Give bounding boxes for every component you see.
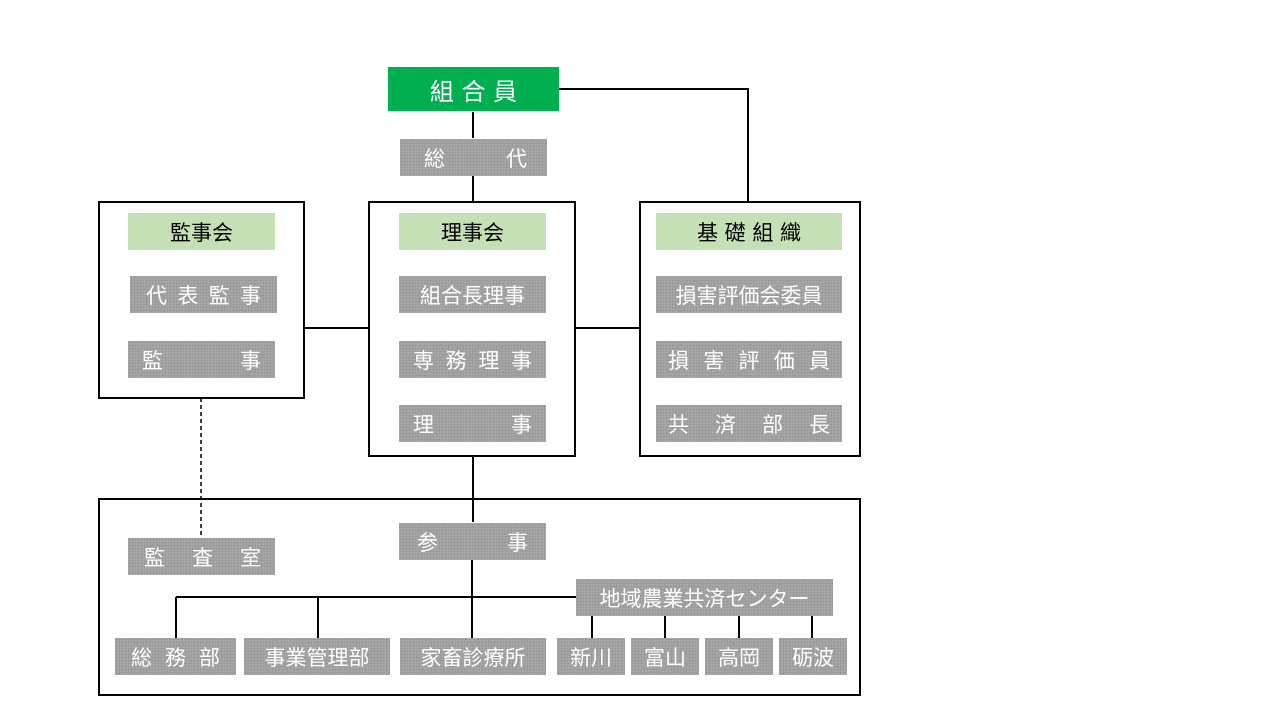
director-char-1: 理 (413, 412, 434, 437)
rep-auditor-char-3: 監 (208, 283, 230, 308)
branch-shinkawa: 新川 (557, 638, 625, 675)
assessor-char-3: 評 (738, 348, 760, 373)
damage-assessor-box: 損 害 評 価 員 (656, 341, 842, 378)
managing-char-2: 務 (445, 348, 467, 373)
board-title: 理事会 (399, 213, 546, 250)
counselor-box: 参 事 (399, 523, 546, 560)
delegates-char-1: 総 (424, 146, 445, 171)
general-affairs-char-1: 総 (131, 645, 152, 670)
basic-org-frame (639, 201, 861, 457)
counselor-char-1: 参 (417, 530, 438, 555)
audit-room-char-3: 室 (240, 545, 261, 570)
auditors-frame (98, 201, 305, 399)
chairman-director-box: 組合長理事 (399, 276, 546, 313)
livestock-clinic-box: 家畜診療所 (400, 638, 546, 675)
audit-room-char-2: 査 (192, 545, 213, 570)
mutual-aid-head-box: 共 済 部 長 (656, 405, 842, 442)
assessor-char-5: 員 (809, 348, 830, 373)
assessor-char-2: 害 (703, 348, 725, 373)
auditor-char-1: 監 (142, 348, 163, 373)
assessor-char-1: 損 (668, 348, 689, 373)
audit-room-box: 監 査 室 (128, 538, 275, 575)
delegates-box: 総 代 (400, 139, 547, 176)
line-members-to-basic-org (559, 88, 749, 202)
regional-center-box: 地域農業共済センター (576, 579, 833, 616)
office-frame (98, 498, 861, 696)
general-affairs-char-3: 部 (199, 645, 220, 670)
branch-takaoka: 高岡 (705, 638, 773, 675)
general-affairs-box: 総 務 部 (115, 638, 236, 675)
aid-head-char-4: 長 (809, 412, 830, 437)
members-box: 組 合 員 (388, 67, 559, 111)
business-mgmt-box: 事業管理部 (244, 638, 390, 675)
assessor-char-4: 価 (773, 348, 795, 373)
rep-auditor-char-4: 事 (239, 283, 261, 308)
general-affairs-char-2: 務 (165, 645, 186, 670)
director-box: 理 事 (399, 405, 546, 442)
auditor-box: 監 事 (128, 341, 275, 378)
counselor-char-2: 事 (507, 530, 528, 555)
director-char-2: 事 (511, 412, 532, 437)
branch-toyama: 富山 (631, 638, 699, 675)
managing-char-3: 理 (478, 348, 500, 373)
delegates-char-2: 代 (506, 146, 527, 171)
auditor-char-2: 事 (240, 348, 261, 373)
board-frame (368, 201, 576, 457)
rep-auditor-char-1: 代 (146, 283, 167, 308)
rep-auditor-char-2: 表 (177, 283, 199, 308)
aid-head-char-2: 済 (715, 412, 736, 437)
managing-director-box: 専 務 理 事 (399, 341, 546, 378)
branch-tonami: 砺波 (779, 638, 847, 675)
representative-auditor-box: 代 表 監 事 (130, 276, 277, 313)
aid-head-char-1: 共 (668, 412, 689, 437)
audit-room-char-1: 監 (144, 545, 165, 570)
managing-char-4: 事 (510, 348, 532, 373)
aid-head-char-3: 部 (762, 412, 783, 437)
basic-org-title: 基 礎 組 織 (656, 213, 842, 250)
damage-committee-box: 損害評価会委員 (656, 276, 842, 313)
auditors-title: 監事会 (128, 213, 275, 250)
managing-char-1: 専 (413, 348, 434, 373)
